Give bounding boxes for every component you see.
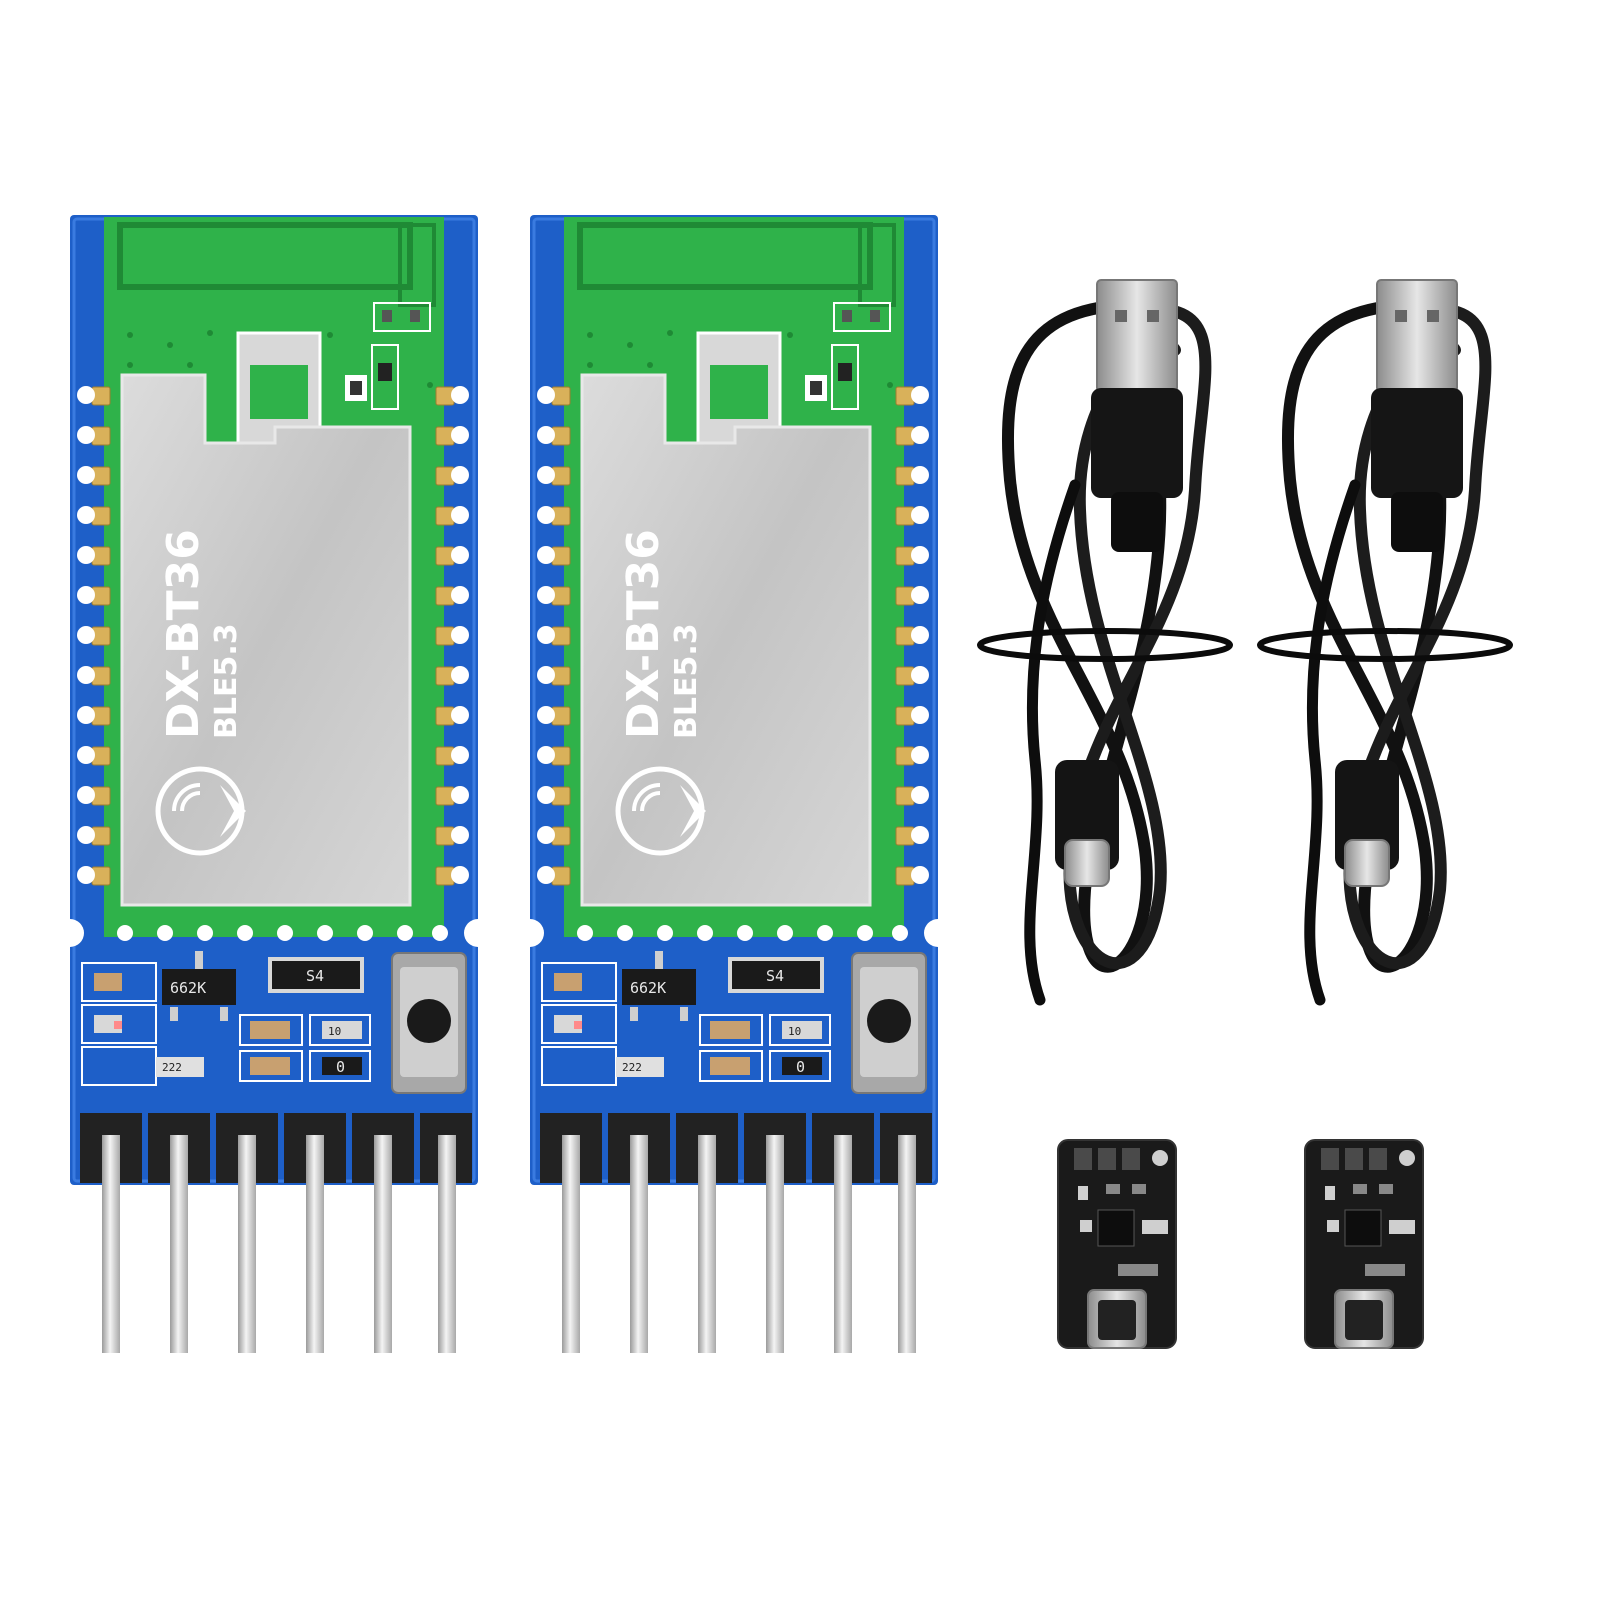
usb-c-adapter-icon	[1304, 1139, 1424, 1349]
module-2-regulator-label: 662K	[630, 979, 666, 997]
module-2-inductor-label: 0	[796, 1058, 805, 1076]
module-1-resistor-b-label: 10	[328, 1025, 341, 1038]
module-1-logo-icon	[155, 766, 246, 856]
module-1-resistor-a-label: 222	[162, 1061, 182, 1074]
module-2-model-label: DX-BT36	[618, 529, 669, 739]
usb-cable-icon	[1260, 280, 1510, 1000]
bt-module-1: DX-BT36 BLE5.3 662K S4 222 10 0	[56, 215, 492, 1353]
module-1-diode-label: S4	[306, 967, 324, 985]
usb-c-adapter-icon	[1057, 1139, 1177, 1349]
module-1-inductor-label: 0	[336, 1058, 345, 1076]
module-2-version-label: BLE5.3	[669, 623, 704, 739]
module-2-resistor-b-label: 10	[788, 1025, 801, 1038]
module-2-diode-label: S4	[766, 967, 784, 985]
usb-cable-icon	[980, 280, 1230, 1000]
module-2-logo-icon	[615, 766, 706, 856]
module-1-version-label: BLE5.3	[209, 623, 244, 739]
module-1-regulator-label: 662K	[170, 979, 206, 997]
module-1-model-label: DX-BT36	[158, 529, 209, 739]
bt-module-2: DX-BT36 BLE5.3 662K S4 222 10 0	[516, 215, 952, 1353]
module-2-resistor-a-label: 222	[622, 1061, 642, 1074]
